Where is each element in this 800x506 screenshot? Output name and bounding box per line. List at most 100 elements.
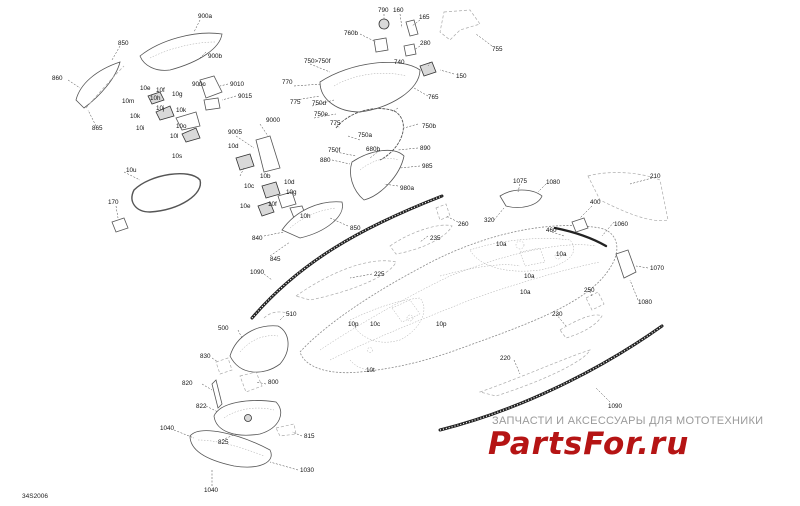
- bumper-1040-detail: [197, 439, 265, 457]
- callout-label: 170: [108, 199, 119, 206]
- callout-label: 9010: [230, 81, 245, 88]
- callout-label: 10k: [176, 107, 187, 114]
- panel-9000: [255, 135, 281, 173]
- part-800: [239, 371, 263, 393]
- callout-label: 250: [584, 287, 595, 294]
- callout-label: 510: [286, 311, 297, 318]
- callout-label: 822: [196, 403, 207, 410]
- callout-label: 1090: [608, 403, 623, 410]
- handle-1075: [499, 189, 543, 208]
- callout-label: 150: [456, 73, 467, 80]
- hatch-750: [319, 61, 421, 113]
- callout-label: 10m: [122, 98, 134, 105]
- callout-label: 880: [320, 157, 331, 164]
- callout-labels: 790 160 165 755 760b 280 740 150 765 750…: [52, 7, 665, 494]
- trim-strip-1090-left: [250, 194, 444, 320]
- part-260: [435, 203, 451, 221]
- callout-label: 775: [330, 120, 341, 127]
- side-panel-230: [559, 314, 603, 339]
- part-740: [419, 61, 437, 77]
- callout-label: 845: [270, 256, 281, 263]
- callout-label: 890: [420, 145, 431, 152]
- callout-label: 1080: [638, 299, 653, 306]
- callout-label: 10h: [300, 213, 311, 220]
- part-1070: [615, 249, 637, 279]
- bumper-detail: [223, 407, 275, 419]
- top-panel-detail: [149, 41, 216, 59]
- callout-label: 10k: [130, 113, 141, 120]
- callout-label: 865: [92, 125, 103, 132]
- light-825: [244, 414, 252, 422]
- callout-label: 1030: [300, 467, 315, 474]
- callout-label: 1070: [650, 265, 665, 272]
- callout-label: 10i: [136, 125, 144, 132]
- callout-label: 230: [552, 311, 563, 318]
- callout-label: 10s: [172, 153, 182, 160]
- side-panel-235: [389, 224, 453, 255]
- callout-label: 750a: [358, 132, 373, 139]
- callout-label: 10a: [520, 289, 531, 296]
- trim-strip-460: [553, 226, 608, 248]
- front-deck-850: [85, 65, 125, 109]
- callout-label: 900a: [198, 13, 213, 20]
- part-165: [405, 19, 419, 37]
- part-820: [211, 379, 223, 409]
- callout-label: 850: [350, 225, 361, 232]
- callout-label: 10a: [524, 273, 535, 280]
- callout-label: 750f: [328, 147, 341, 154]
- hull-outline: [299, 225, 618, 374]
- callout-label: 320: [484, 217, 495, 224]
- callout-label: 10f: [156, 87, 165, 94]
- top-panel-900a: [139, 32, 223, 71]
- callout-label: 850: [118, 40, 129, 47]
- callout-label: 10f: [268, 201, 277, 208]
- callout-label: 1040: [160, 425, 175, 432]
- callout-label: 1075: [513, 178, 528, 185]
- callout-label: 985: [422, 163, 433, 170]
- console-detail: [359, 158, 399, 171]
- side-panel-225: [295, 260, 397, 301]
- callout-label: 840: [252, 235, 263, 242]
- part-280: [403, 43, 417, 57]
- bow-cap-detail: [239, 335, 279, 353]
- cap-790: [378, 18, 390, 30]
- deflector-detail: [289, 207, 337, 229]
- callout-label: 815: [304, 433, 315, 440]
- front-deck-860: [75, 61, 121, 109]
- callout-label: 210: [650, 173, 661, 180]
- part-250: [585, 291, 605, 311]
- callout-label: 820: [182, 380, 193, 387]
- callout-label: 10u: [126, 167, 137, 174]
- callout-label: 750>750f: [304, 58, 331, 65]
- callout-label: 760b: [344, 30, 359, 37]
- callout-label: 1040: [204, 487, 219, 494]
- callout-label: 10e: [240, 203, 251, 210]
- console-980a: [350, 149, 405, 201]
- callout-label: 235: [430, 235, 441, 242]
- deflector-850: [281, 201, 343, 239]
- plate-170: [111, 217, 129, 233]
- callout-label: 9015: [238, 93, 253, 100]
- callout-label: 740: [394, 59, 405, 66]
- bow-cap-500: [229, 325, 289, 373]
- part-830: [215, 357, 233, 375]
- callout-label: 10g: [172, 91, 183, 98]
- callout-label: 10a: [556, 251, 567, 258]
- part-400: [571, 217, 589, 233]
- callout-label: 10p: [348, 321, 359, 328]
- bow-trim-510: [263, 311, 291, 319]
- callout-label: 750b: [422, 123, 437, 130]
- trim-strip-1090-bottom: [438, 324, 664, 432]
- callout-label: 225: [374, 271, 385, 278]
- callout-label: 680b: [366, 146, 381, 153]
- callout-label: 900b: [208, 53, 223, 60]
- bracket-cluster: [147, 91, 255, 171]
- callout-label: 775: [290, 99, 301, 106]
- diagram-reference-code: 34S2006: [22, 493, 48, 500]
- seal-10u: [131, 173, 202, 213]
- side-panel-220: [478, 349, 591, 397]
- callout-label: 9005: [228, 129, 243, 136]
- watermark-logo: PartsFor.ru: [488, 426, 689, 462]
- watermark-tagline: ЗАПЧАСТИ И АКСЕССУАРЫ ДЛЯ МОТОТЕХНИКИ: [492, 415, 763, 427]
